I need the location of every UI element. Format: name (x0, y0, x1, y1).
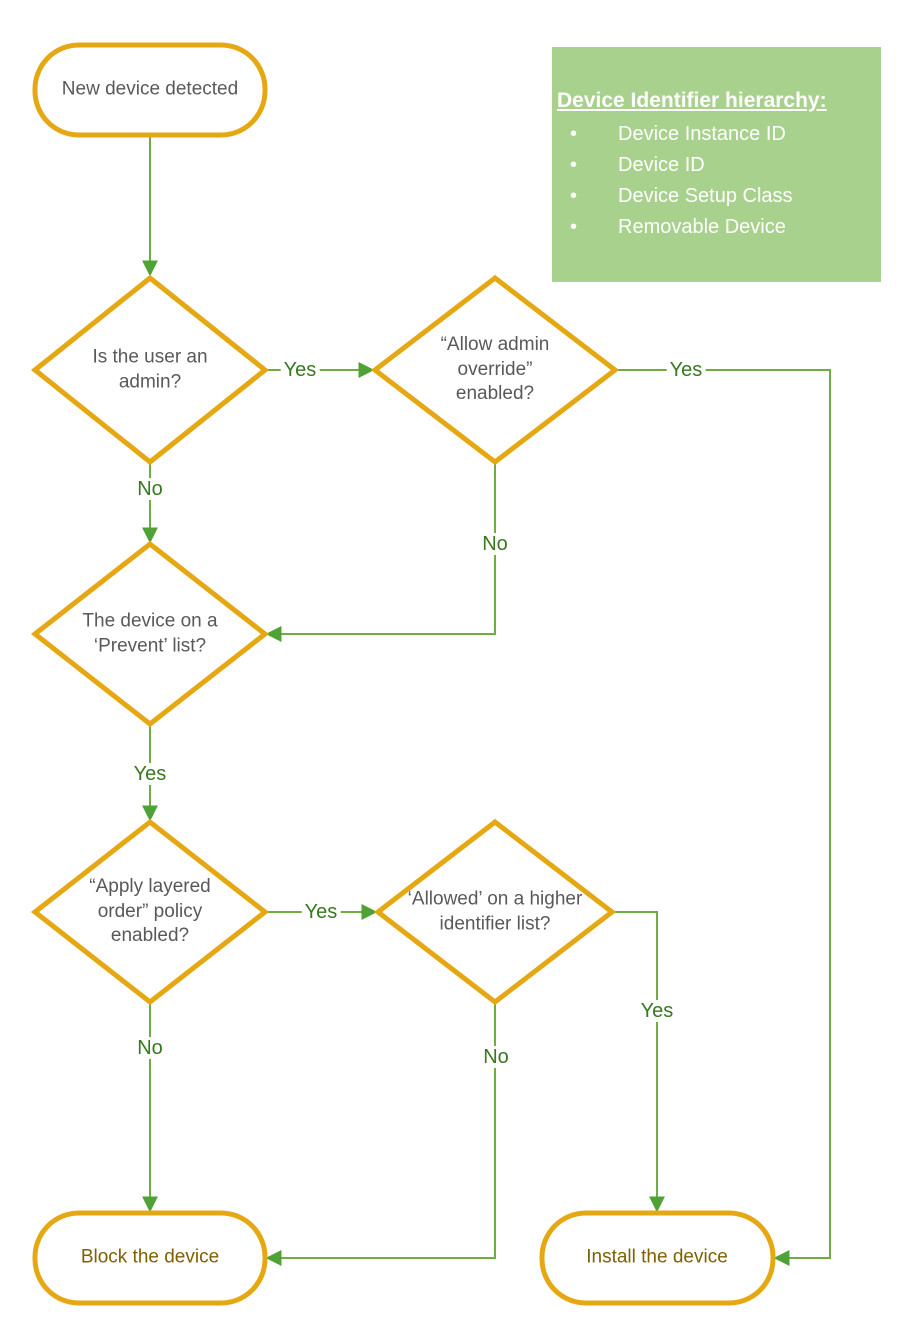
start-node-label: New device detected (61, 78, 239, 100)
legend-list: Device Instance ID Device ID Device Setu… (557, 119, 873, 243)
install-node-label: Install the device (586, 1246, 728, 1268)
prevent-decision-label: The device on a ‘Prevent’ list? (82, 610, 218, 656)
block-node (32, 1210, 268, 1306)
allowed-decision-label: ‘Allowed’ on a higher identifier list? (407, 888, 583, 934)
start-node (32, 42, 268, 138)
allowed-decision-node (373, 818, 617, 1006)
device-identifier-legend: Device Identifier hierarchy: Device Inst… (552, 47, 881, 282)
edge-allowed-yes (612, 911, 665, 1213)
legend-item: Device Setup Class (557, 181, 873, 212)
edge-label-admin-no: No (134, 478, 166, 500)
edge-label-override-yes: Yes (666, 359, 706, 381)
override-decision-label: “Allow admin override” enabled? (440, 333, 550, 405)
prevent-decision-node (30, 540, 270, 728)
edge-label-prevent-yes: Yes (130, 763, 170, 785)
legend-item: Device ID (557, 150, 873, 181)
admin-decision-label: Is the user an admin? (92, 346, 208, 392)
edge-label-layered-no: No (134, 1037, 166, 1059)
edge-label-admin-yes: Yes (280, 359, 320, 381)
edge-allowed-no (265, 1002, 496, 1266)
legend-item: Removable Device (557, 212, 873, 243)
layered-decision-label: “Apply layered order” policy enabled? (89, 875, 211, 947)
admin-decision-node (30, 274, 270, 466)
edge-override-yes (615, 369, 831, 1266)
install-node (539, 1210, 776, 1306)
edge-label-layered-yes: Yes (301, 901, 341, 923)
edge-override-no (265, 462, 496, 642)
layered-decision-node (30, 818, 270, 1006)
edge-label-override-no: No (479, 533, 511, 555)
block-node-label: Block the device (80, 1246, 220, 1268)
edge-label-allowed-yes: Yes (637, 1000, 677, 1022)
legend-title: Device Identifier hierarchy: (557, 89, 827, 112)
legend-item: Device Instance ID (557, 119, 873, 150)
edge-label-allowed-no: No (480, 1046, 512, 1068)
override-decision-node (370, 274, 620, 466)
